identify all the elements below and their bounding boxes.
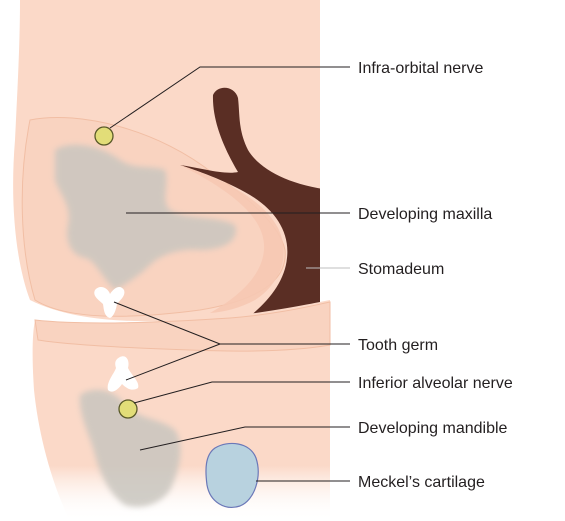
label-infra-orbital-nerve: Infra-orbital nerve bbox=[358, 60, 483, 77]
meckels-cartilage bbox=[206, 443, 258, 507]
label-meckels-cartilage: Meckel’s cartilage bbox=[358, 474, 485, 491]
label-inferior-alveolar-nerve: Inferior alveolar nerve bbox=[358, 375, 513, 392]
label-developing-mandible: Developing mandible bbox=[358, 420, 508, 437]
label-tooth-germ: Tooth germ bbox=[358, 337, 438, 354]
label-developing-maxilla: Developing maxilla bbox=[358, 206, 492, 223]
infra-orbital-nerve bbox=[95, 127, 113, 145]
label-stomadeum: Stomadeum bbox=[358, 261, 444, 278]
